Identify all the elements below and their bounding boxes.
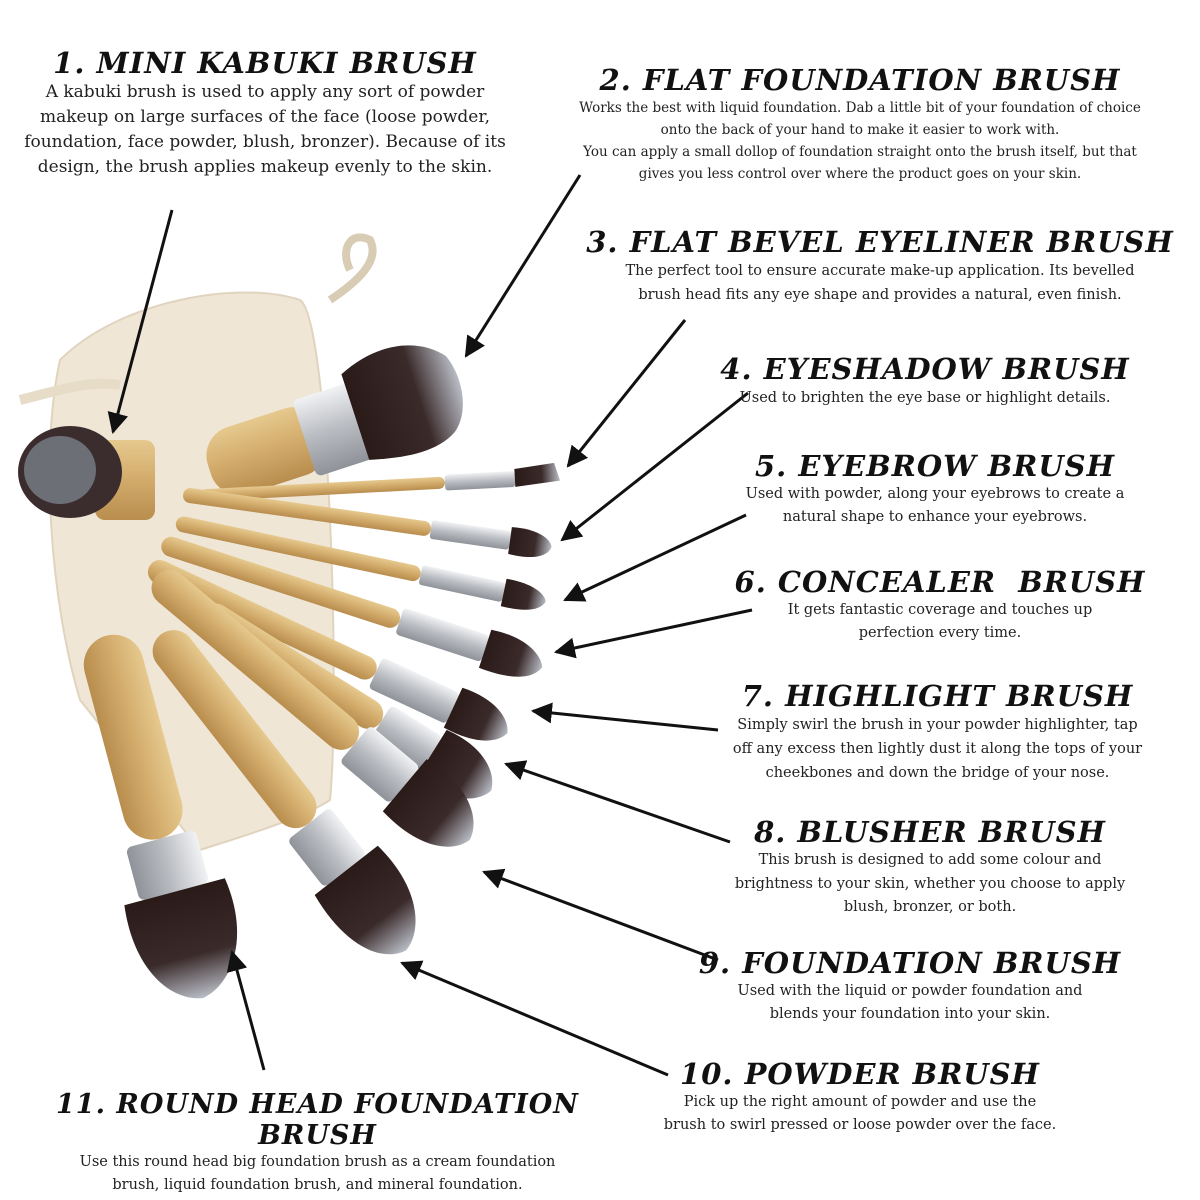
- label-line: gives you less control over where the pr…: [638, 166, 1082, 182]
- mini-kabuki-brush: [18, 426, 155, 520]
- eyeshadow-brush: [183, 488, 552, 557]
- label-line: brush to swirl pressed or loose powder o…: [663, 1117, 1057, 1133]
- label-title: 6. CONCEALER BRUSH: [734, 565, 1146, 599]
- label-line: perfection every time.: [858, 625, 1022, 641]
- round-head-foundation-brush: [83, 634, 238, 999]
- label-eyeshadow: 4. EYESHADOW BRUSH Used to brighten the …: [700, 352, 1150, 410]
- label-blusher: 8. BLUSHER BRUSH This brush is designed …: [700, 815, 1160, 920]
- label-line: This brush is designed to add some colou…: [758, 852, 1102, 868]
- label-powder: 10. POWDER BRUSH Pick up the right amoun…: [630, 1057, 1090, 1137]
- label-line: Used with powder, along your eyebrows to…: [745, 486, 1125, 502]
- label-line: Works the best with liquid foundation. D…: [579, 100, 1141, 116]
- arrow-11: [226, 949, 266, 1071]
- label-line: off any excess then lightly dust it alon…: [732, 741, 1143, 757]
- highlight-brush: [147, 560, 508, 741]
- eyebrow-brush: [175, 516, 546, 610]
- label-flat-bevel-eyeliner: 3. FLAT BEVEL EYELINER BRUSH The perfect…: [585, 225, 1175, 307]
- arrow-5: [563, 513, 747, 602]
- label-line: foundation, face powder, blush, bronzer)…: [24, 132, 506, 152]
- label-line: Used with the liquid or powder foundatio…: [737, 983, 1083, 999]
- label-title: 10. POWDER BRUSH: [680, 1057, 1040, 1091]
- pointer-arrows: [107, 174, 753, 1077]
- label-title: 11. ROUND HEAD FOUNDATION BRUSH: [56, 1089, 579, 1151]
- eyeliner-brush: [200, 462, 561, 502]
- arrow-4: [560, 391, 749, 542]
- label-title: 4. EYESHADOW BRUSH: [720, 352, 1130, 386]
- label-title: 7. HIGHLIGHT BRUSH: [741, 679, 1134, 713]
- label-title: 1. MINI KABUKI BRUSH: [53, 46, 477, 80]
- label-title: 5. EYEBROW BRUSH: [754, 449, 1116, 483]
- arrow-9: [482, 868, 719, 962]
- label-line: The perfect tool to ensure accurate make…: [625, 263, 1135, 279]
- label-round-head-foundation: 11. ROUND HEAD FOUNDATION BRUSH Use this…: [10, 1089, 625, 1197]
- label-line: You can apply a small dollop of foundati…: [583, 144, 1137, 160]
- arrow-10: [400, 960, 669, 1077]
- arrow-7: [530, 702, 719, 732]
- label-eyebrow: 5. EYEBROW BRUSH Used with powder, along…: [710, 449, 1160, 529]
- label-mini-kabuki: 1. MINI KABUKI BRUSH A kabuki brush is u…: [20, 46, 510, 180]
- arrow-1: [107, 209, 174, 435]
- label-title: 8. BLUSHER BRUSH: [754, 815, 1106, 849]
- arrow-2: [464, 174, 582, 358]
- label-concealer: 6. CONCEALER BRUSH It gets fantastic cov…: [720, 565, 1160, 645]
- label-line: brightness to your skin, whether you cho…: [734, 875, 1126, 892]
- foundation-brush: [151, 569, 474, 847]
- label-line: It gets fantastic coverage and touches u…: [787, 602, 1093, 618]
- label-line: Simply swirl the brush in your powder hi…: [737, 717, 1138, 733]
- label-line: cheekbones and down the bridge of your n…: [765, 765, 1110, 781]
- concealer-brush: [161, 536, 543, 677]
- flat-foundation-brush: [206, 345, 463, 496]
- label-line: onto the back of your hand to make it ea…: [660, 122, 1060, 138]
- powder-brush: [152, 630, 416, 955]
- label-line: brush, liquid foundation brush, and mine…: [112, 1177, 523, 1193]
- arrow-6: [553, 608, 753, 659]
- label-title: 3. FLAT BEVEL EYELINER BRUSH: [586, 225, 1174, 259]
- label-line: design, the brush applies makeup evenly …: [37, 157, 493, 177]
- arrow-3: [566, 319, 687, 468]
- label-line: Used to brighten the eye base or highlig…: [739, 390, 1111, 406]
- label-line: blush, bronzer, or both.: [843, 899, 1017, 915]
- arrow-8: [504, 760, 731, 844]
- label-flat-foundation: 2. FLAT FOUNDATION BRUSH Works the best …: [540, 63, 1180, 185]
- label-line: natural shape to enhance your eyebrows.: [782, 509, 1088, 525]
- label-title: 2. FLAT FOUNDATION BRUSH: [599, 63, 1121, 97]
- label-line: brush head fits any eye shape and provid…: [638, 287, 1122, 303]
- label-line: blends your foundation into your skin.: [769, 1006, 1051, 1022]
- label-foundation: 9. FOUNDATION BRUSH Used with the liquid…: [680, 946, 1140, 1026]
- label-highlight: 7. HIGHLIGHT BRUSH Simply swirl the brus…: [705, 679, 1170, 785]
- label-line: A kabuki brush is used to apply any sort…: [45, 82, 485, 102]
- label-line: Use this round head big foundation brush…: [79, 1154, 556, 1170]
- label-line: makeup on large surfaces of the face (lo…: [39, 107, 490, 127]
- label-line: Pick up the right amount of powder and u…: [683, 1094, 1037, 1110]
- drawstring-pouch: [18, 233, 377, 852]
- label-title: 9. FOUNDATION BRUSH: [698, 946, 1122, 980]
